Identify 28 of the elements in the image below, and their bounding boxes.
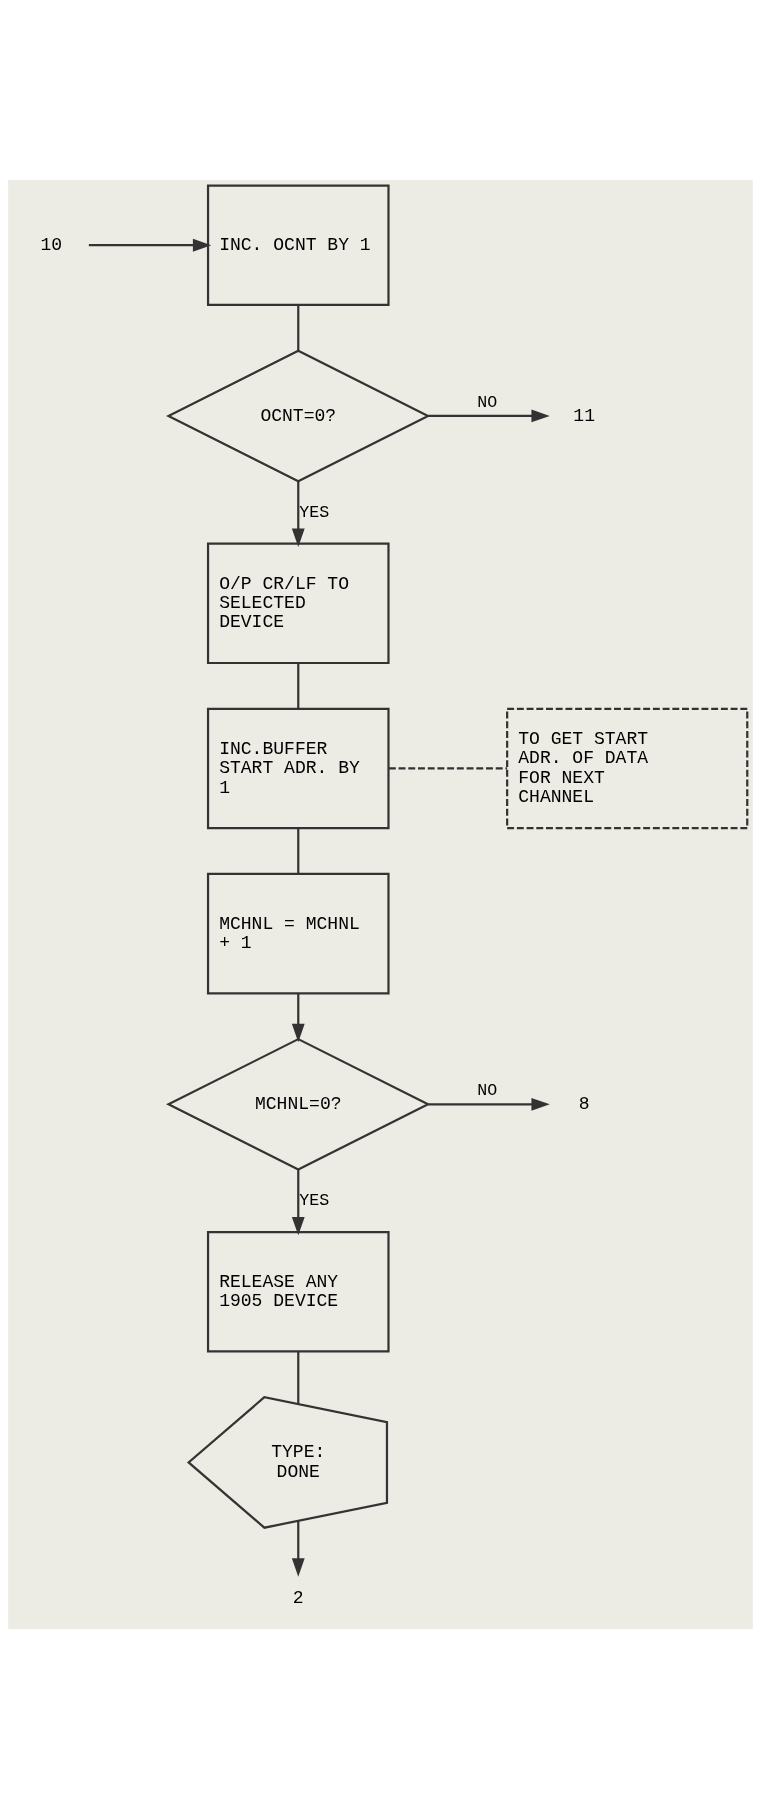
node-text: 8 — [578, 1094, 590, 1115]
edge-label: NO — [477, 1081, 498, 1101]
connector — [297, 663, 300, 709]
node-diamond: OCNT=0? — [166, 349, 431, 483]
arrow — [291, 481, 305, 547]
arrow — [291, 993, 305, 1043]
arrow — [88, 238, 212, 252]
edge-label: YES — [299, 1191, 330, 1211]
edge-label: YES — [299, 502, 330, 522]
node-box: MCHNL = MCHNL + 1 — [206, 872, 390, 995]
connector — [297, 305, 300, 351]
arrow — [428, 1097, 550, 1111]
arrow — [291, 1169, 305, 1236]
node-box: RELEASE ANY 1905 DEVICE — [206, 1230, 390, 1353]
node-diamond: MCHNL=0? — [166, 1037, 431, 1171]
connector — [297, 1351, 300, 1404]
arrow — [428, 409, 550, 423]
connector — [297, 828, 300, 874]
node-text: 11 — [573, 405, 596, 426]
node-box: TO GET START ADR. OF DATA FOR NEXT CHANNEL — [506, 707, 749, 830]
arrow — [291, 1521, 305, 1577]
edge-label: NO — [477, 393, 498, 413]
node-box: INC.BUFFER START ADR. BY 1 — [206, 707, 390, 830]
node-box: INC. OCNT BY 1 — [206, 184, 390, 307]
node-box: O/P CR/LF TO SELECTED DEVICE — [206, 542, 390, 665]
node-text: 10 — [40, 234, 63, 255]
node-text: 2 — [292, 1588, 304, 1609]
connector — [388, 767, 508, 770]
